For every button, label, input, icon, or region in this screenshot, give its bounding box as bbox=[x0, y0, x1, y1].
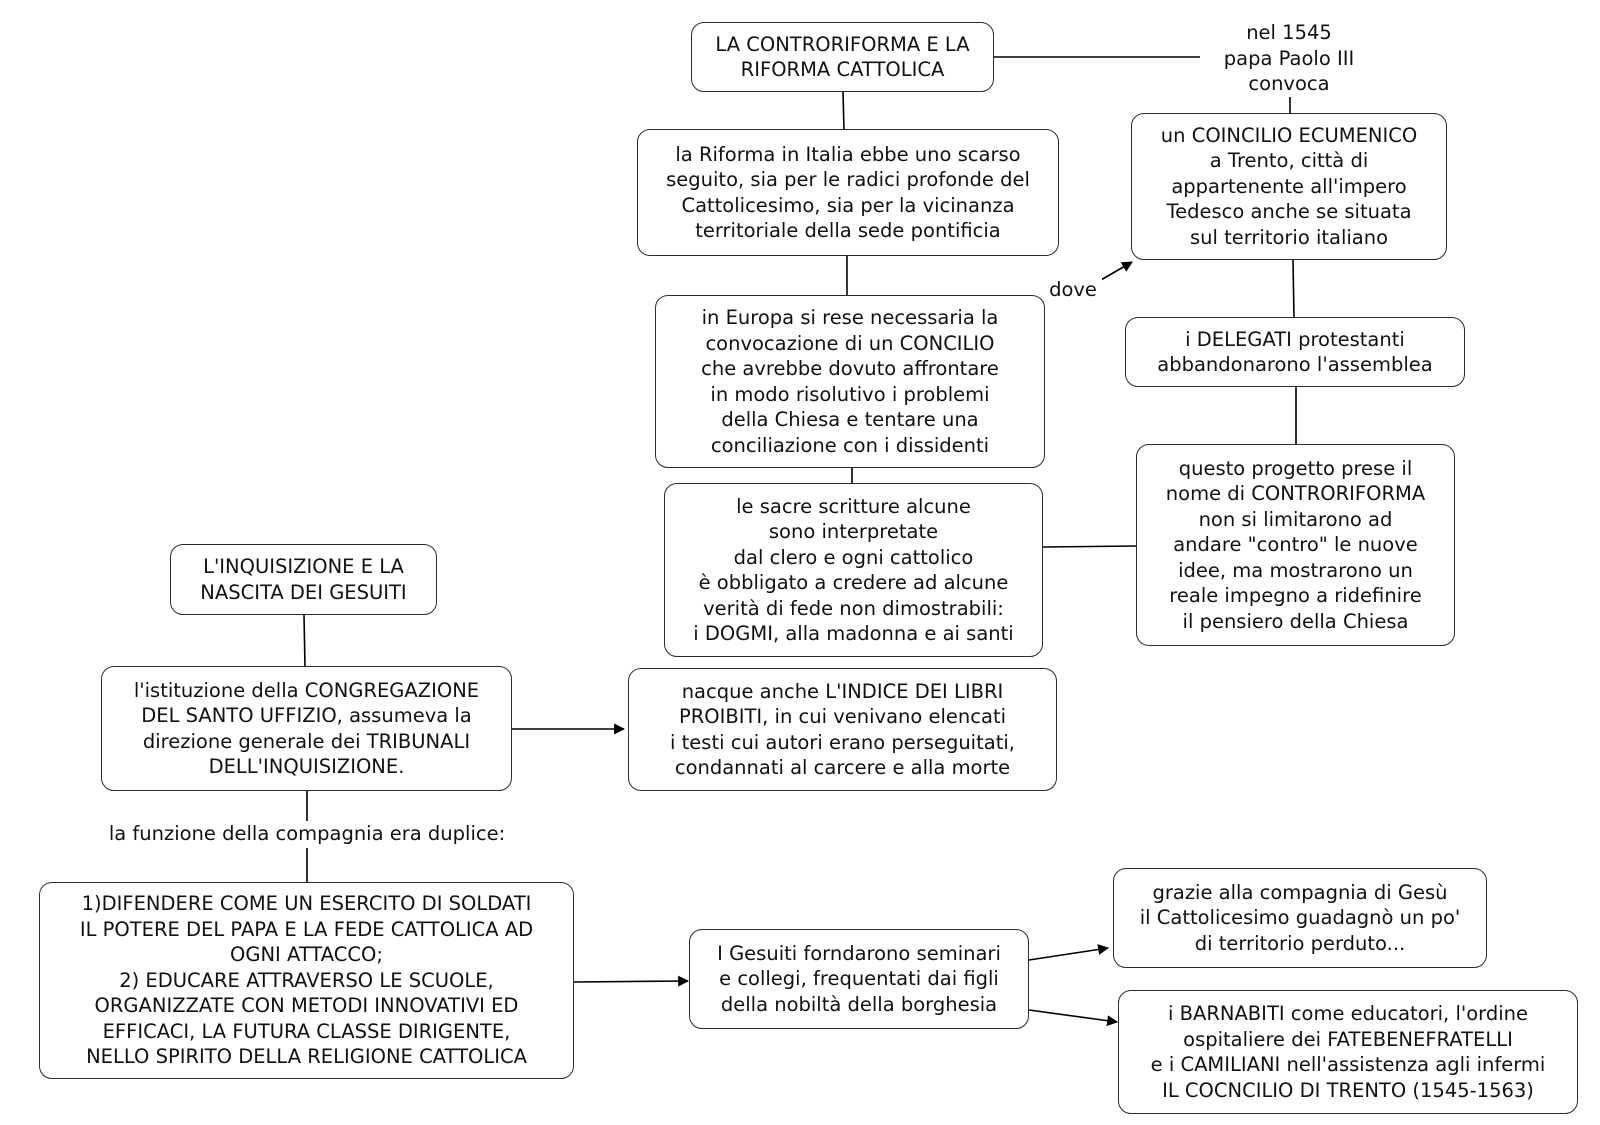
concept-text: le sacre scritture alcune sono interpret… bbox=[693, 494, 1014, 646]
concept-holy-office[interactable]: l'istituzione della CONGREGAZIONE DEL SA… bbox=[101, 666, 512, 791]
arrow-jesuits-grace bbox=[1028, 944, 1110, 961]
concept-inquisition-jesuits[interactable]: L'INQUISIZIONE E LA NASCITA DEI GESUITI bbox=[170, 544, 437, 615]
concept-reform-italy[interactable]: la Riforma in Italia ebbe uno scarso seg… bbox=[637, 129, 1059, 256]
concept-text: I Gesuiti forndarono seminari e collegi,… bbox=[717, 941, 1001, 1016]
concept-sacred-scriptures[interactable]: le sacre scritture alcune sono interpret… bbox=[664, 483, 1043, 657]
concept-text: i DELEGATI protestanti abbandonarono l'a… bbox=[1157, 327, 1433, 377]
arrow-jesuits-barnabites bbox=[1028, 1009, 1119, 1027]
concept-text: la Riforma in Italia ebbe uno scarso seg… bbox=[666, 142, 1030, 243]
concept-ecumenical-council[interactable]: un COINCILIO ECUMENICO a Trento, città d… bbox=[1131, 113, 1447, 260]
link-scriptures-counter bbox=[1042, 545, 1137, 548]
link-council-delegates bbox=[1292, 259, 1295, 319]
concept-protestant-delegates[interactable]: i DELEGATI protestanti abbandonarono l'a… bbox=[1125, 317, 1465, 387]
concept-jesuit-duties[interactable]: 1)DIFENDERE COME UN ESERCITO DI SOLDATI … bbox=[39, 882, 574, 1079]
concept-text: LA CONTRORIFORMA E LA RIFORMA CATTOLICA bbox=[715, 32, 970, 82]
concept-text: questo progetto prese il nome di CONTROR… bbox=[1165, 456, 1426, 633]
concept-text: i BARNABITI come educatori, l'ordine osp… bbox=[1150, 1002, 1546, 1102]
concept-main-title[interactable]: LA CONTRORIFORMA E LA RIFORMA CATTOLICA bbox=[691, 22, 994, 92]
concept-jesuit-seminaries[interactable]: I Gesuiti forndarono seminari e collegi,… bbox=[689, 929, 1029, 1029]
concept-text: nacque anche L'INDICE DEI LIBRI PROIBITI… bbox=[670, 679, 1015, 780]
link-label-function: la funzione della compagnia era duplice: bbox=[86, 821, 528, 847]
concept-territory-regained[interactable]: grazie alla compagnia di Gesù il Cattoli… bbox=[1113, 868, 1487, 968]
concept-index-forbidden-books[interactable]: nacque anche L'INDICE DEI LIBRI PROIBITI… bbox=[628, 668, 1057, 791]
concept-text: L'INQUISIZIONE E LA NASCITA DEI GESUITI bbox=[200, 555, 407, 604]
concept-religious-orders[interactable]: i BARNABITI come educatori, l'ordine osp… bbox=[1118, 990, 1578, 1114]
arrow-duties-jesuits bbox=[573, 975, 690, 987]
link-label-dove: dove bbox=[1044, 277, 1102, 303]
concept-text: grazie alla compagnia di Gesù il Cattoli… bbox=[1139, 880, 1461, 955]
link-inquisition-congregation bbox=[303, 614, 306, 668]
concept-text: un COINCILIO ECUMENICO a Trento, città d… bbox=[1160, 123, 1418, 249]
link-label-pope: nel 1545 papa Paolo III convoca bbox=[1200, 20, 1378, 97]
concept-counter-reformation[interactable]: questo progetto prese il nome di CONTROR… bbox=[1136, 444, 1455, 646]
concept-europe-council[interactable]: in Europa si rese necessaria la convocaz… bbox=[655, 295, 1045, 468]
concept-text: l'istituzione della CONGREGAZIONE DEL SA… bbox=[133, 678, 480, 779]
link-main-italy bbox=[842, 91, 845, 131]
concept-text: in Europa si rese necessaria la convocaz… bbox=[701, 306, 999, 457]
concept-text: 1)DIFENDERE COME UN ESERCITO DI SOLDATI … bbox=[79, 892, 534, 1069]
